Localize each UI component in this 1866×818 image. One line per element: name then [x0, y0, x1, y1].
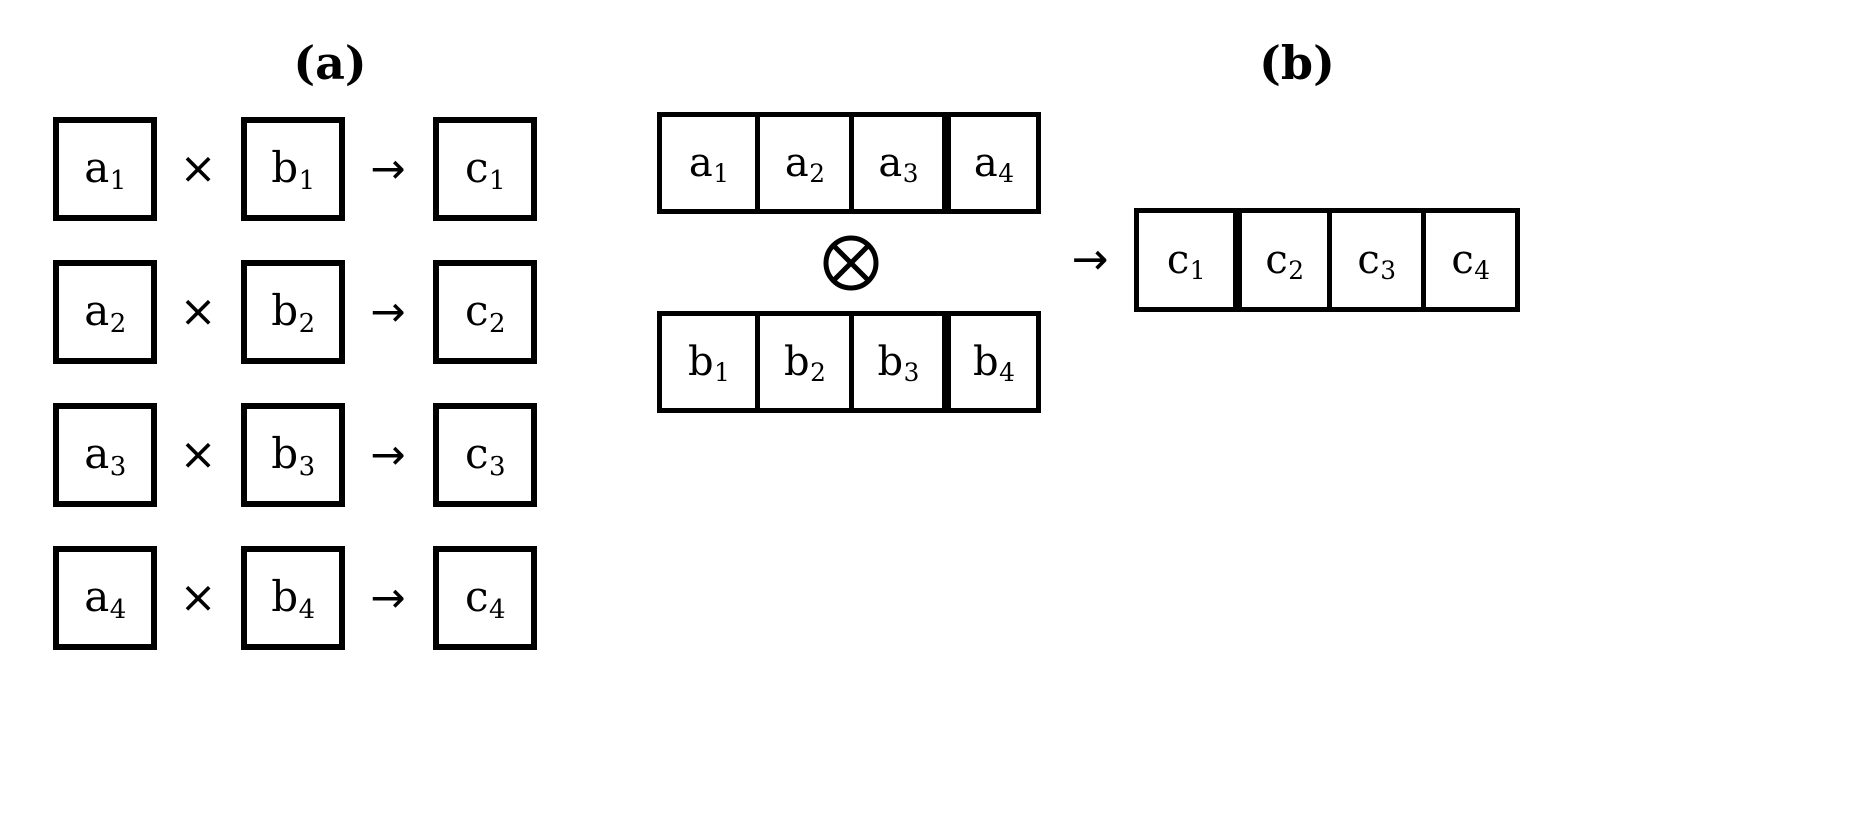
multiply-icon: ×: [179, 143, 217, 194]
operand-a-label: a1: [84, 143, 127, 197]
operand-b-label: b1: [271, 143, 316, 197]
vector-b-row: b1 b2 b3 b4: [657, 311, 1041, 413]
vector-a-cell-label: a3: [878, 139, 919, 189]
result-c-box: c4: [433, 546, 537, 650]
result-c-label: c2: [464, 286, 506, 340]
arrow-right-icon: →: [370, 430, 406, 479]
elementwise-row: a2 × b2 → c2: [0, 260, 620, 368]
operand-a-box: a3: [53, 403, 157, 507]
vector-c-row: c1 c2 c3 c4: [1134, 208, 1520, 312]
vector-a-cell: a4: [942, 117, 1036, 209]
result-c-label: c4: [464, 572, 506, 626]
vector-a-cell: a2: [755, 117, 849, 209]
operand-a-label: a3: [84, 429, 127, 483]
operand-a-label: a2: [84, 286, 127, 340]
vector-b-cell: b2: [755, 316, 849, 408]
vector-a-cell: a3: [848, 117, 943, 209]
operand-b-label: b4: [271, 572, 316, 626]
operand-a-box: a4: [53, 546, 157, 650]
multiply-icon: ×: [179, 429, 217, 480]
arrow-right-icon: →: [370, 287, 406, 336]
operand-b-label: b2: [271, 286, 316, 340]
operand-b-box: b3: [241, 403, 345, 507]
panel-a-elementwise: (a) a1 × b1 → c1 a2 × b2 →: [0, 0, 620, 818]
vector-a-cell-label: a1: [688, 139, 730, 189]
operand-a-box: a1: [53, 117, 157, 221]
operand-b-label: b3: [271, 429, 316, 483]
vector-b-cell-label: b3: [877, 338, 920, 388]
vector-a-cell-label: a2: [784, 139, 825, 189]
result-c-box: c3: [433, 403, 537, 507]
panel-label-b: (b): [1259, 36, 1335, 90]
vector-b-cell-label: b4: [973, 338, 1015, 388]
vector-c-cell-label: c3: [1357, 236, 1397, 286]
vector-c-cell-label: c4: [1451, 236, 1491, 286]
vector-b-cell-label: b2: [784, 338, 826, 388]
elementwise-row: a4 × b4 → c4: [0, 546, 620, 654]
arrow-right-icon: →: [370, 144, 406, 193]
operand-a-box: a2: [53, 260, 157, 364]
operand-b-box: b2: [241, 260, 345, 364]
vector-c-cell: c4: [1421, 213, 1515, 307]
circled-times-icon: [820, 232, 882, 294]
vector-b-cell: b3: [848, 316, 943, 408]
result-c-label: c1: [464, 143, 506, 197]
vector-c-cell: c1: [1139, 213, 1233, 307]
result-c-box: c2: [433, 260, 537, 364]
vector-b-cell-label: b1: [688, 338, 730, 388]
vector-c-cell: c2: [1233, 213, 1327, 307]
operand-b-box: b1: [241, 117, 345, 221]
multiply-icon: ×: [179, 286, 217, 337]
vector-c-cell: c3: [1327, 213, 1421, 307]
result-c-box: c1: [433, 117, 537, 221]
arrow-right-icon: →: [370, 573, 406, 622]
operand-a-label: a4: [84, 572, 127, 626]
vector-b-cell: b4: [942, 316, 1036, 408]
vector-b-cell: b1: [662, 316, 756, 408]
vector-a-cell: a1: [662, 117, 756, 209]
vector-a-cell-label: a4: [973, 139, 1015, 189]
vector-c-cell-label: c1: [1166, 236, 1206, 286]
elementwise-row: a1 × b1 → c1: [0, 117, 620, 225]
elementwise-row: a3 × b3 → c3: [0, 403, 620, 511]
operand-b-box: b4: [241, 546, 345, 650]
result-c-label: c3: [464, 429, 506, 483]
arrow-right-icon: →: [1071, 234, 1109, 285]
multiply-icon: ×: [179, 572, 217, 623]
panel-label-a: (a): [293, 36, 367, 90]
vector-a-row: a1 a2 a3 a4: [657, 112, 1041, 214]
vector-c-cell-label: c2: [1265, 236, 1305, 286]
